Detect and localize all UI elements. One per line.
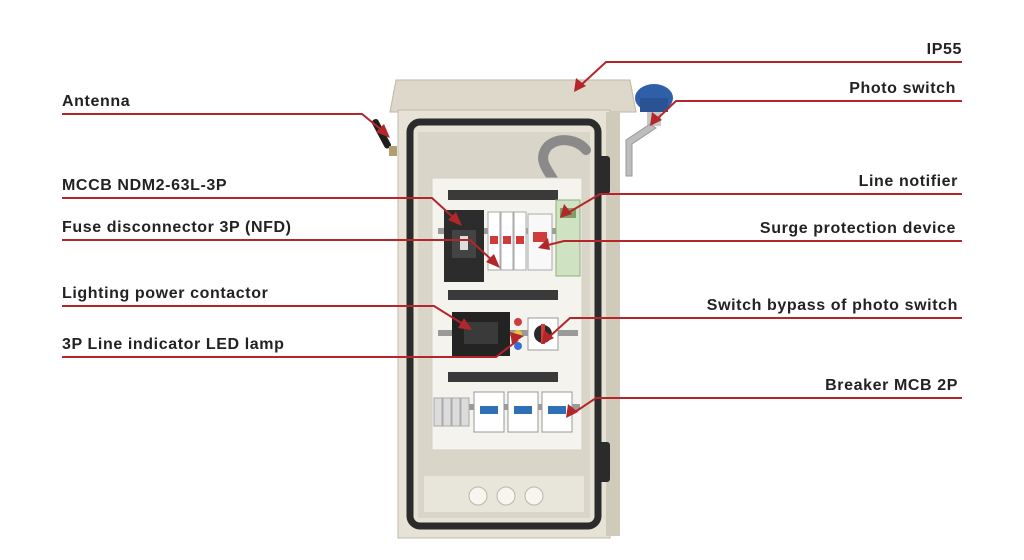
photo-switch-bracket [625, 123, 657, 177]
arrow-fuse [486, 254, 500, 268]
led-lamps [514, 318, 522, 350]
surge-window [533, 232, 547, 242]
arrow-led [510, 332, 524, 344]
label-mccb: MCCB NDM2-63L-3P [62, 177, 228, 194]
lighting-contactor [452, 312, 510, 356]
enclosure-roof [389, 79, 637, 113]
arrow-photo-switch [650, 112, 662, 126]
label-surge-protection: Surge protection device [759, 220, 956, 237]
enclosure-right-side [606, 112, 620, 536]
arrow-contactor [458, 318, 472, 330]
terminal-3 [451, 397, 461, 427]
leader-lines [62, 61, 962, 415]
led-lamp-1 [514, 318, 522, 326]
fuse-red-3 [516, 236, 524, 244]
leader-antenna [62, 113, 385, 133]
mcb-breakers [473, 391, 573, 433]
fuse-disconnector [487, 211, 527, 271]
mid-label-strip [448, 290, 558, 300]
leader-surge [543, 240, 962, 247]
leader-ip55 [579, 61, 962, 87]
cable-gland-1 [468, 486, 488, 506]
bottom-label-strip [448, 372, 558, 382]
label-led-lamp: 3P Line indicator LED lamp [62, 336, 285, 353]
label-bypass-switch: Switch bypass of photo switch [706, 297, 958, 314]
mcb-2-handle [514, 406, 532, 414]
label-antenna: Antenna [62, 93, 131, 110]
arrow-surge [538, 238, 550, 250]
leader-led [62, 339, 519, 358]
leader-bypass [547, 317, 962, 339]
label-breaker-mcb: Breaker MCB 2P [825, 377, 958, 394]
arrow-ip55 [574, 78, 586, 92]
arrow-bypass [542, 330, 554, 344]
arrow-antenna [376, 124, 390, 138]
fuse-red-1 [490, 236, 498, 244]
hinge-bottom [598, 442, 610, 482]
antenna-base [389, 146, 397, 156]
leader-line-notifier [565, 193, 962, 215]
label-photo-switch: Photo switch [849, 80, 956, 97]
door-gasket [406, 118, 602, 530]
mcb-1-handle [480, 406, 498, 414]
hinge-top [598, 156, 610, 194]
mcb-3-handle [548, 406, 566, 414]
arrow-line-notifier [560, 204, 572, 218]
arrow-mccb [448, 212, 462, 226]
terminal-block [433, 397, 470, 427]
bypass-switch-lever [541, 324, 545, 344]
leader-arrowheads [376, 78, 662, 418]
led-lamp-3 [514, 342, 522, 350]
arrow-breaker [566, 404, 578, 418]
leader-fuse [62, 239, 495, 263]
label-lighting-contactor: Lighting power contactor [62, 285, 269, 302]
leader-breaker [571, 397, 962, 415]
fuse-red-2 [503, 236, 511, 244]
leader-photo-switch [655, 100, 962, 121]
label-line-notifier: Line notifier [858, 173, 958, 190]
cable-gland-2 [496, 486, 516, 506]
flexible-conduit [538, 135, 591, 195]
terminal-1 [433, 397, 443, 427]
contactor-face [464, 322, 498, 344]
leader-mccb [62, 197, 457, 221]
photo-switch-body [640, 98, 668, 112]
label-fuse-disconnector: Fuse disconnector 3P (NFD) [62, 219, 292, 236]
label-ip55: IP55 [926, 41, 962, 58]
mccb-handle [460, 236, 468, 250]
cable-gland-3 [524, 486, 544, 506]
photo-switch [625, 84, 673, 177]
terminal-4 [460, 397, 470, 427]
top-label-strip [448, 190, 558, 200]
terminal-2 [442, 397, 452, 427]
leader-contactor [62, 305, 467, 327]
